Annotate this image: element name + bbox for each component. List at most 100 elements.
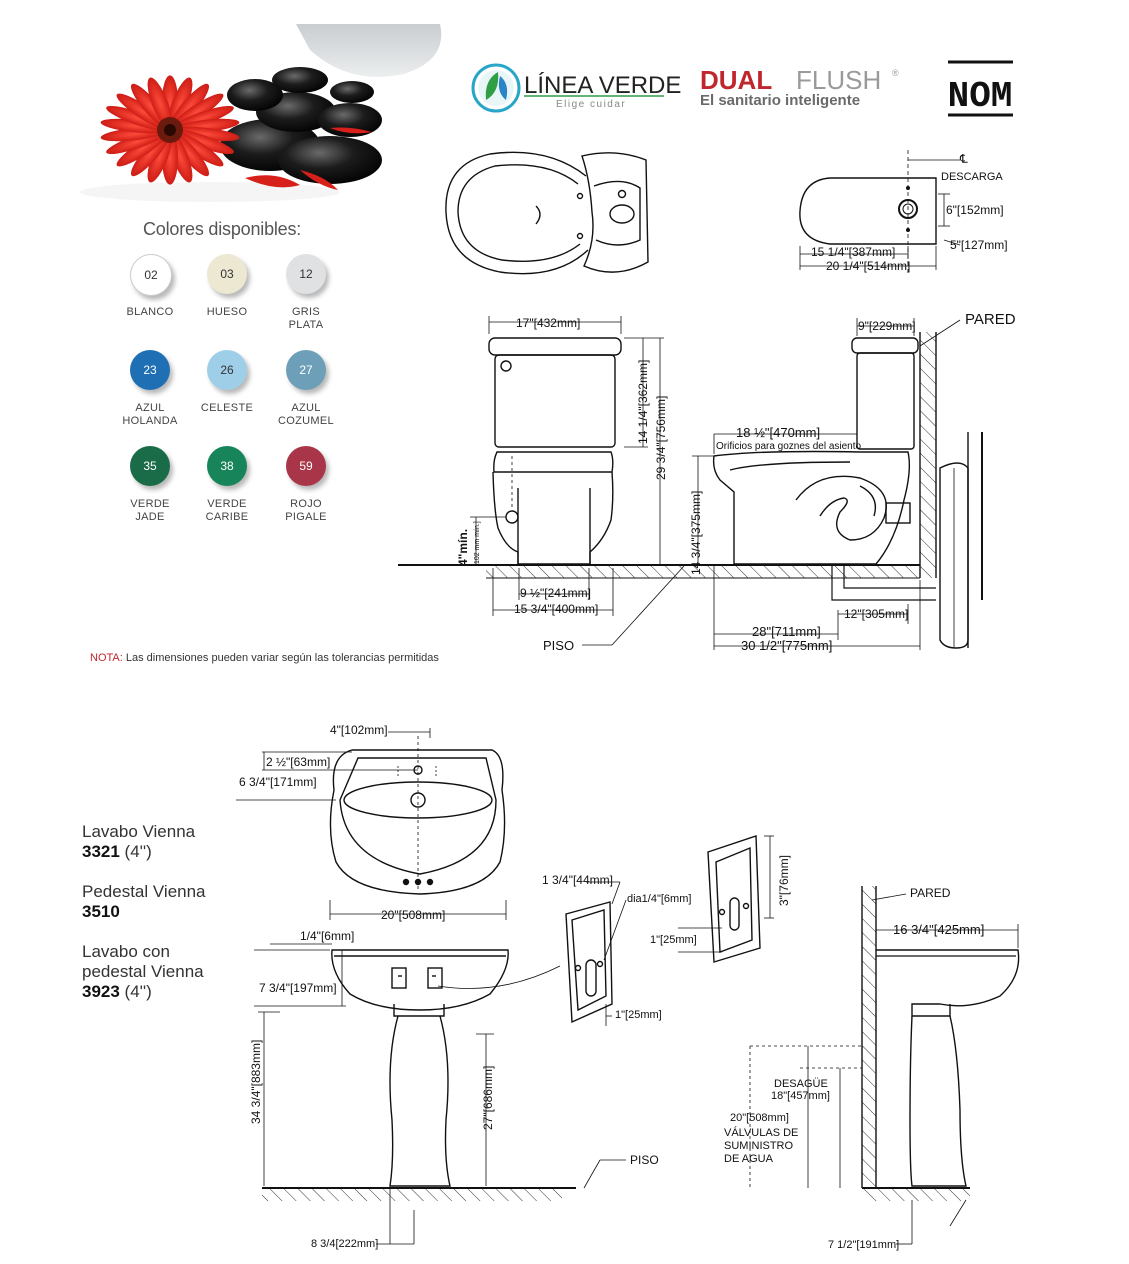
dual-flush-word1: DUAL bbox=[700, 65, 772, 95]
dim-4-sink: 4"[102mm] bbox=[330, 723, 388, 737]
toilet-floor-wall bbox=[398, 332, 983, 649]
swatch-label-line2: HOLANDA bbox=[122, 415, 178, 427]
toilet-side-dimensions: 9"[229mm] PARED 18 ½"[470mm] Orificios p… bbox=[543, 311, 1016, 653]
descarga-label: DESCARGA bbox=[941, 171, 1003, 183]
decorative-photo bbox=[80, 24, 442, 202]
dim-20-sink: 20"[508mm] bbox=[381, 908, 445, 922]
dim-15-14: 15 1/4"[387mm] bbox=[811, 245, 895, 259]
product-code: 3321 bbox=[82, 842, 120, 861]
color-swatch: 12 bbox=[286, 254, 326, 294]
dim-18-12: 18 ½"[470mm] bbox=[736, 425, 820, 440]
note-text: NOTA: Las dimensiones pueden variar segú… bbox=[90, 652, 439, 664]
swatch-label: HUESO bbox=[182, 306, 272, 319]
product-suffix: (4'') bbox=[119, 842, 152, 861]
linea-verde-tagline: Elige cuidar bbox=[556, 99, 626, 110]
swatch-code: 03 bbox=[220, 267, 234, 281]
dim-3: 3"[76mm] bbox=[777, 855, 791, 906]
flower-petal bbox=[147, 77, 173, 129]
pared-label-sink: PARED bbox=[910, 886, 951, 900]
swatch-code: 02 bbox=[144, 268, 158, 282]
red-gerbera-flower bbox=[100, 75, 240, 185]
dim-1-34: 1 3/4"[44mm] bbox=[542, 873, 613, 887]
swatch-label-line1: GRIS bbox=[291, 306, 321, 318]
dim-9-12: 9 ½"[241mm] bbox=[520, 586, 591, 600]
swatch-label-line2: PIGALE bbox=[285, 511, 327, 523]
gray-arc-shape bbox=[296, 24, 442, 77]
dim-14-sink: 1/4"[6mm] bbox=[300, 929, 354, 943]
color-swatch: 03 bbox=[207, 254, 247, 294]
dim-34-34: 34 3/4"[883mm] bbox=[249, 1040, 263, 1124]
swatch-label-line2: CARIBE bbox=[205, 511, 249, 523]
dim-7-12: 7 1/2"[191mm] bbox=[828, 1239, 899, 1251]
swatch-code: 59 bbox=[299, 459, 313, 473]
swatch-code: 12 bbox=[299, 267, 313, 281]
swatch-label-line2: COZUMEL bbox=[278, 415, 334, 427]
dim-18: 18"[457mm] bbox=[771, 1090, 830, 1102]
bracket-right-dims: 1"[25mm] 3"[76mm] bbox=[650, 835, 791, 953]
valvulas-label-1: VÁLVULAS DE bbox=[724, 1126, 798, 1139]
wall-bracket-left bbox=[565, 901, 613, 1024]
dim-14-14: 14 1/4"[362mm] bbox=[636, 360, 650, 444]
swatch-label: BLANCO bbox=[105, 306, 195, 319]
swatch-code: 26 bbox=[220, 363, 234, 377]
swatch-label: CELESTE bbox=[182, 402, 272, 415]
color-swatch: 23 bbox=[130, 350, 170, 390]
desague-label: DESAGÜE bbox=[774, 1078, 828, 1090]
sink-side-dims: PARED 16 3/4"[425mm] DESAGÜE 18"[457mm] … bbox=[724, 886, 1019, 1251]
product-name-line2: pedestal Vienna bbox=[82, 962, 204, 981]
bracket-left-dims: 1 3/4"[44mm] dia1/4"[6mm] 1"[25mm] bbox=[542, 873, 691, 1026]
dim-28: 28"[711mm] bbox=[752, 624, 821, 639]
linea-verde-title: LÍNEA VERDE bbox=[524, 72, 681, 99]
product-name-line1: Lavabo con bbox=[82, 942, 170, 961]
dim-15-34: 15 3/4"[400mm] bbox=[514, 602, 598, 616]
dim-9: 9"[229mm] bbox=[858, 319, 916, 333]
sink-front-dimensions: 1/4"[6mm] 7 3/4"[197mm] 34 3/4"[883mm] 2… bbox=[249, 929, 659, 1250]
dim-1-top: 1"[25mm] bbox=[650, 934, 697, 946]
dual-flush-subtitle: El sanitario inteligente bbox=[700, 92, 860, 109]
dim-17: 17"[432mm] bbox=[516, 316, 580, 330]
swatch-label-line1: AZUL bbox=[135, 402, 165, 414]
toilet-top-view bbox=[445, 151, 649, 275]
dim-2-12: 2 ½"[63mm] bbox=[266, 755, 330, 769]
color-swatch: 38 bbox=[207, 446, 247, 486]
dual-flush-word2: FLUSH bbox=[796, 65, 881, 95]
toilet-front-dimensions: 17"[432mm] 14 1/4"[362mm] 29 3/4"[756mm]… bbox=[456, 316, 668, 616]
product-suffix: (4'') bbox=[119, 982, 152, 1001]
swatch-label-line1: AZUL bbox=[291, 402, 321, 414]
dim-20-14: 20 1/4"[514mm] bbox=[826, 259, 910, 273]
color-swatch: 27 bbox=[286, 350, 326, 390]
sink-top-dimensions: 4"[102mm] 2 ½"[63mm] 6 3/4"[171mm] 20"[5… bbox=[236, 723, 507, 922]
nom-logo: NOM bbox=[948, 60, 1013, 117]
color-swatch: 59 bbox=[286, 446, 326, 486]
color-swatch: 02 bbox=[130, 254, 172, 296]
dim-27: 27"[686mm] bbox=[481, 1066, 495, 1130]
swatch-label-line1: VERDE bbox=[207, 498, 247, 510]
wall-bracket-right bbox=[707, 835, 761, 963]
dim-4min-mm: [102 mm mín.] bbox=[474, 521, 481, 566]
stone bbox=[278, 136, 382, 184]
piso-label-toilet: PISO bbox=[543, 638, 574, 653]
swatch-label-line2: PLATA bbox=[288, 319, 324, 331]
swatch-label-line1: CELESTE bbox=[200, 402, 254, 414]
color-swatch: 35 bbox=[130, 446, 170, 486]
dim-16-34: 16 3/4"[425mm] bbox=[893, 922, 984, 937]
swatch-code: 38 bbox=[220, 459, 234, 473]
product-code: 3923 bbox=[82, 982, 120, 1001]
pared-label-toilet: PARED bbox=[965, 311, 1016, 328]
colors-title: Colores disponibles: bbox=[143, 219, 302, 239]
dim-20b: 20"[508mm] bbox=[730, 1112, 789, 1124]
dim-12: 12"[305mm] bbox=[844, 607, 908, 621]
flower-center-core bbox=[164, 124, 176, 136]
dim-14-34: 14 3/4"[375mm] bbox=[689, 491, 703, 575]
toilet-front-view bbox=[488, 337, 622, 565]
swatch-code: 35 bbox=[143, 459, 157, 473]
dim-8-34: 8 3/4[222mm] bbox=[311, 1238, 378, 1250]
dim-5in: 5"[127mm] bbox=[950, 238, 1008, 252]
dual-flush-logo: DUAL FLUSH ® El sanitario inteligente bbox=[700, 65, 899, 109]
dim-4min: 4"mín. bbox=[456, 529, 470, 566]
swatch-code: 27 bbox=[299, 363, 313, 377]
swatch-label-line1: BLANCO bbox=[126, 306, 174, 318]
